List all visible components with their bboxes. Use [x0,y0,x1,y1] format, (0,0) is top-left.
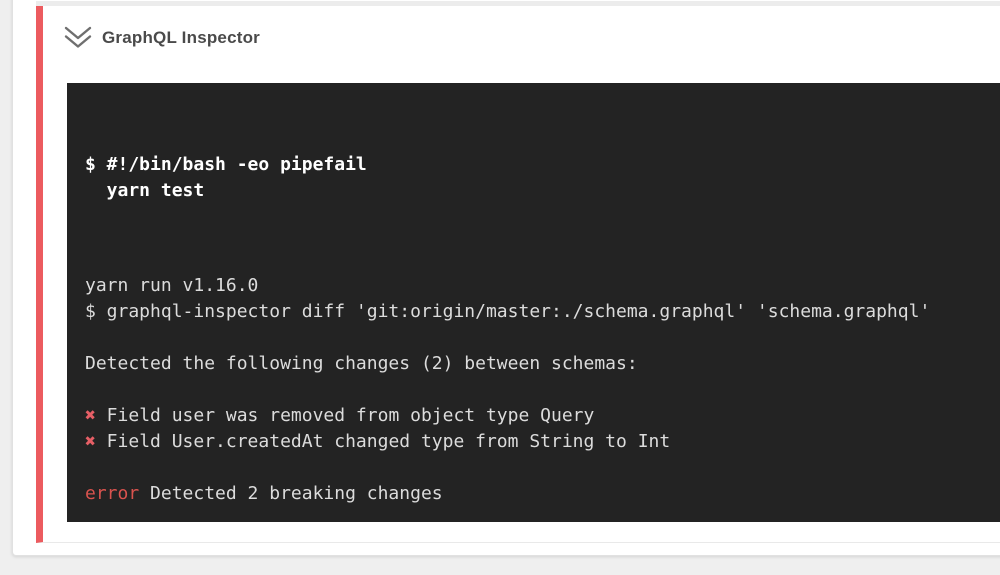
terminal-line: ✖ Field user was removed from object typ… [85,405,595,426]
terminal-line: ✖ Field User.createdAt changed type from… [85,431,671,452]
terminal-line [85,455,1000,481]
terminal-output: $ #!/bin/bash -eo pipefail yarn test yar… [67,83,1000,522]
terminal-line: $ graphql-inspector diff 'git:origin/mas… [85,301,931,322]
terminal-line: Detected the following changes (2) betwe… [85,353,638,374]
terminal-command-line: yarn test [85,180,205,201]
terminal-line [85,325,1000,351]
step-header[interactable]: GraphQL Inspector [43,6,1000,49]
job-output-card: GraphQL Inspector $ #!/bin/bash -eo pipe… [12,0,1000,556]
terminal-line [85,377,1000,403]
terminal-line: error Detected 2 breaking changes [85,483,443,504]
terminal-line [85,507,1000,522]
terminal-command-line: $ #!/bin/bash -eo pipefail [85,154,367,175]
double-chevron-down-icon[interactable] [63,26,93,49]
step-separator [36,1,1000,6]
failed-step-section: GraphQL Inspector $ #!/bin/bash -eo pipe… [36,6,1000,543]
step-title: GraphQL Inspector [102,27,261,47]
terminal-log: yarn run v1.16.0 $ graphql-inspector diff… [85,273,1000,522]
terminal-command: $ #!/bin/bash -eo pipefail yarn test [85,152,1000,204]
terminal-line: yarn run v1.16.0 [85,275,259,296]
